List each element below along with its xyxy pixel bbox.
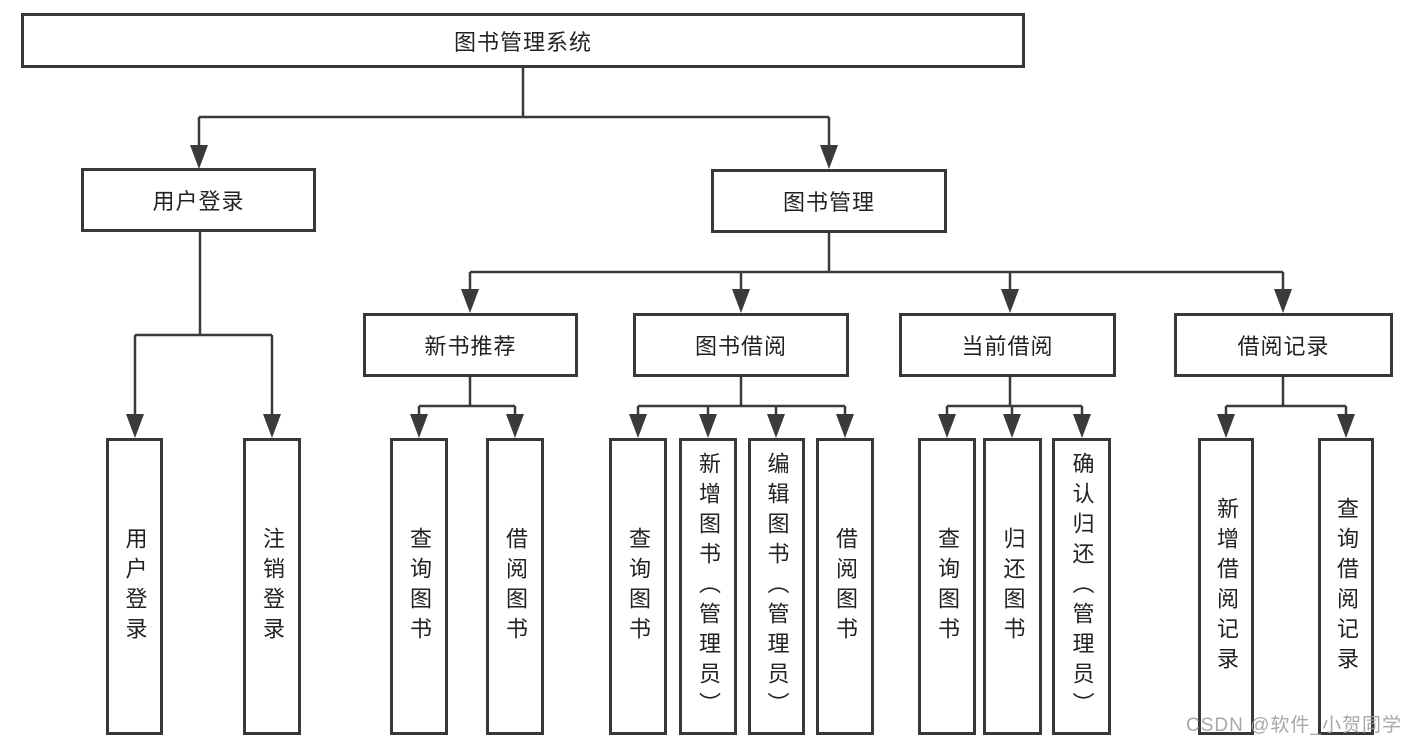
- leaf-confirm-return-admin: 确认归还（管理员）: [1052, 438, 1111, 735]
- node-book-borrow: 图书借阅: [633, 313, 849, 377]
- leaf-add-borrow-record: 新增借阅记录: [1198, 438, 1254, 735]
- node-book-management: 图书管理: [711, 169, 947, 233]
- leaf-label: 用户登录: [122, 526, 148, 647]
- edges-current-borrow: [938, 377, 1091, 438]
- node-current-borrow: 当前借阅: [899, 313, 1116, 377]
- node-label: 图书借阅: [694, 334, 787, 359]
- edges-root: [190, 65, 838, 169]
- leaf-label: 编辑图书（管理员）: [764, 451, 790, 722]
- leaf-user-login: 用户登录: [106, 438, 163, 735]
- node-label: 图书管理系统: [453, 29, 592, 55]
- leaf-label: 查询图书: [626, 526, 651, 647]
- edges-new-book-recommend: [410, 377, 524, 438]
- leaf-label: 查询图书: [935, 526, 960, 647]
- leaf-return-book: 归还图书: [983, 438, 1042, 735]
- leaf-label: 确认归还（管理员）: [1069, 451, 1095, 722]
- node-label: 借阅记录: [1237, 334, 1330, 359]
- leaf-query-books-current: 查询图书: [918, 438, 976, 735]
- edges-borrow-records: [1217, 377, 1355, 438]
- leaf-borrow-books-recommend: 借阅图书: [486, 438, 544, 735]
- node-borrow-records: 借阅记录: [1174, 313, 1393, 377]
- leaf-label: 查询图书: [407, 526, 432, 647]
- node-new-book-recommend: 新书推荐: [363, 313, 578, 377]
- leaf-query-books-borrow: 查询图书: [609, 438, 667, 735]
- node-user-login: 用户登录: [81, 168, 316, 232]
- csdn-watermark: CSDN @软件_小贺同学: [1186, 715, 1402, 736]
- leaf-query-books-recommend: 查询图书: [390, 438, 448, 735]
- node-label: 图书管理: [782, 190, 875, 215]
- edges-book-borrow: [629, 377, 854, 438]
- leaf-label: 借阅图书: [833, 526, 858, 647]
- node-library-management-system: 图书管理系统: [21, 13, 1025, 68]
- leaf-label: 新增图书（管理员）: [696, 451, 721, 722]
- leaf-label: 新增借阅记录: [1214, 496, 1239, 677]
- leaf-edit-book-admin: 编辑图书（管理员）: [748, 438, 805, 735]
- leaf-borrow-books: 借阅图书: [816, 438, 874, 735]
- node-label: 新书推荐: [424, 334, 517, 359]
- edges-book-management: [461, 233, 1292, 313]
- leaf-add-book-admin: 新增图书（管理员）: [679, 438, 737, 735]
- leaf-label: 借阅图书: [503, 526, 528, 647]
- node-label: 用户登录: [152, 189, 245, 214]
- edges-user-login: [126, 232, 281, 438]
- leaf-query-borrow-record: 查询借阅记录: [1318, 438, 1374, 735]
- leaf-label: 查询借阅记录: [1334, 496, 1359, 677]
- node-label: 当前借阅: [961, 334, 1054, 359]
- leaf-logout: 注销登录: [243, 438, 301, 735]
- leaf-label: 归还图书: [1000, 526, 1026, 647]
- leaf-label: 注销登录: [260, 526, 285, 647]
